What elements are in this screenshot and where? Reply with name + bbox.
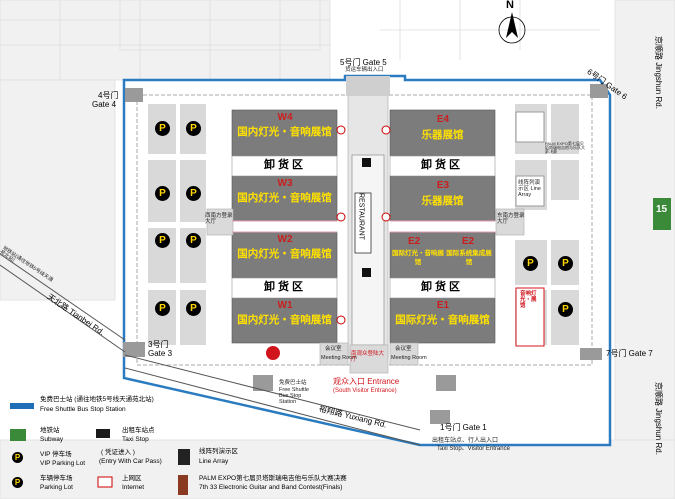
gate1-sub-cn: 出租车站点、行人出入口: [432, 438, 499, 444]
gate3-line2: Gate 3: [148, 349, 173, 358]
east-badge-label: 音响灯光・展馆: [520, 291, 537, 309]
unloading-e-top: 卸货区: [421, 159, 463, 171]
parking-icon: P: [155, 121, 170, 136]
parking-lot-icon: P: [12, 477, 23, 488]
hall-w4-title: 国内灯光・音响展馆: [237, 126, 332, 138]
meeting-right-en: Meeting Room: [391, 355, 427, 361]
parking-icon: P: [155, 233, 170, 248]
parking-icon: P: [155, 186, 170, 201]
parking-icon: P: [558, 256, 573, 271]
line-array-box-label: 线阵列演示区 Line Array: [518, 180, 541, 198]
hall-e3-title: 乐器展馆: [421, 195, 464, 207]
hall-w4-code: W4: [277, 112, 293, 123]
legend-vip-en: VIP Parking Lot: [40, 460, 86, 467]
main-entrance-en: (South Visitor Entrance): [333, 388, 397, 394]
hall-e2-right-title: 国际系统集成展馆: [446, 250, 492, 266]
legend-bus-cn: 免费巴士站 (通往地铁5号线天通苑北站): [40, 396, 154, 403]
parking-icon: P: [186, 186, 201, 201]
west-halls: [231, 109, 338, 344]
meeting-left-label: 会议室: [325, 346, 342, 352]
palm-note-label: PALM EXPO第七届贝塔斯瑞电吉他与乐队大赛决赛: [545, 141, 585, 155]
subway-big-label: 15: [656, 204, 668, 215]
gate4-line1: 4号门: [98, 91, 119, 100]
legend-park-cn: 车辆停车场: [40, 475, 73, 482]
hall-e2-code-left: E2: [408, 236, 421, 247]
legend-pass-en: (Entry With Car Pass): [99, 458, 162, 465]
hall-e3-code: E3: [436, 180, 450, 191]
hall-w3-code: W3: [277, 178, 293, 189]
hall-e1-title: 国际灯光・音响展馆: [395, 314, 490, 326]
legend-internet-cn: 上网区: [122, 475, 142, 482]
legend-taxi-en: Taxi Stop: [122, 436, 149, 443]
parking-icon: P: [523, 256, 538, 271]
gate7-label: 7号门 Gate 7: [606, 349, 653, 358]
shuttle-small-en: Free Shuttle Bus Stop Station: [279, 387, 309, 405]
parking-icon: P: [186, 301, 201, 316]
compass-arrow: [498, 12, 526, 44]
parking-icon: P: [186, 233, 201, 248]
hall-e2-left-title: 国际灯光・音响展馆: [392, 250, 444, 266]
east-lobby-label: 东南方登录大厅: [497, 213, 525, 225]
west-lobby-label: 西南方登录大厅: [205, 213, 233, 225]
unloading-w-bottom: 卸货区: [264, 281, 306, 293]
parking-icon: P: [155, 301, 170, 316]
hall-e1-code: E1: [436, 300, 450, 311]
legend-palm-en: 7th 33 Electronic Guitar and Band Contes…: [199, 484, 343, 491]
legend-subway-en: Subway: [40, 436, 64, 443]
jingshun-road-bottom: 京顺路 Jingshun Rd.: [654, 382, 663, 455]
legend-subway-cn: 地铁站: [40, 427, 60, 434]
meeting-right-label: 会议室: [395, 346, 412, 352]
gate1-sub-en: Taxi Stop、Visitor Entrance: [437, 446, 510, 452]
hall-w2-code: W2: [277, 234, 293, 245]
parking-icon: P: [558, 302, 573, 317]
gate3-line1: 3号门: [148, 340, 169, 349]
gate5-label: 5号门 Gate 5: [340, 58, 387, 67]
legend-bus-en: Free Shuttle Bus Stop Station: [40, 406, 126, 413]
hall-e4-title: 乐器展馆: [421, 129, 464, 141]
hall-e4-code: E4: [436, 114, 450, 125]
hall-w1-title: 国内灯光・音响展馆: [237, 314, 332, 326]
jingshun-road-top: 京顺路 Jingshun Rd.: [654, 36, 663, 109]
legend-palm-cn: PALM EXPO第七届贝塔斯瑞电吉他与乐队大赛决赛: [199, 475, 347, 482]
parking-icon: P: [186, 121, 201, 136]
hall-w1-code: W1: [277, 300, 293, 311]
legend-line-en: Line Array: [199, 458, 229, 465]
legend-line-cn: 线阵列演示区: [199, 448, 238, 455]
main-entrance-label: 观众入口 Entrance: [333, 377, 400, 386]
gate1-label: 1号门 Gate 1: [440, 423, 487, 432]
hall-w3-title: 国内灯光・音响展馆: [237, 192, 332, 204]
legend-vip-cn: VIP 停车场: [40, 451, 72, 458]
meeting-left-en: Meeting Room: [321, 355, 357, 361]
legend-taxi-cn: 出租车站点: [122, 427, 155, 434]
hall-e2-code-right: E2: [462, 236, 475, 247]
compass-north-label: N: [506, 0, 514, 11]
restaurant-label: RESTAURANT: [357, 193, 365, 240]
unloading-w-top: 卸货区: [264, 159, 306, 171]
gate5-sub: 货运车辆出入口: [345, 67, 384, 73]
legend-pass-cn: ( 凭证进入 ): [101, 449, 135, 456]
east-halls: [389, 109, 496, 344]
visitor-hall-label: 南观众登陆大厅: [351, 351, 385, 363]
unloading-e-bottom: 卸货区: [421, 281, 463, 293]
gate4-line2: Gate 4: [92, 100, 117, 109]
legend-park-en: Parking Lot: [40, 484, 73, 491]
hall-w2-title: 国内灯光・音响展馆: [237, 248, 332, 260]
vip-parking-icon: P: [12, 452, 23, 463]
legend-internet-en: Internet: [122, 484, 145, 491]
shuttle-small-label: 免费巴士站: [279, 380, 307, 386]
